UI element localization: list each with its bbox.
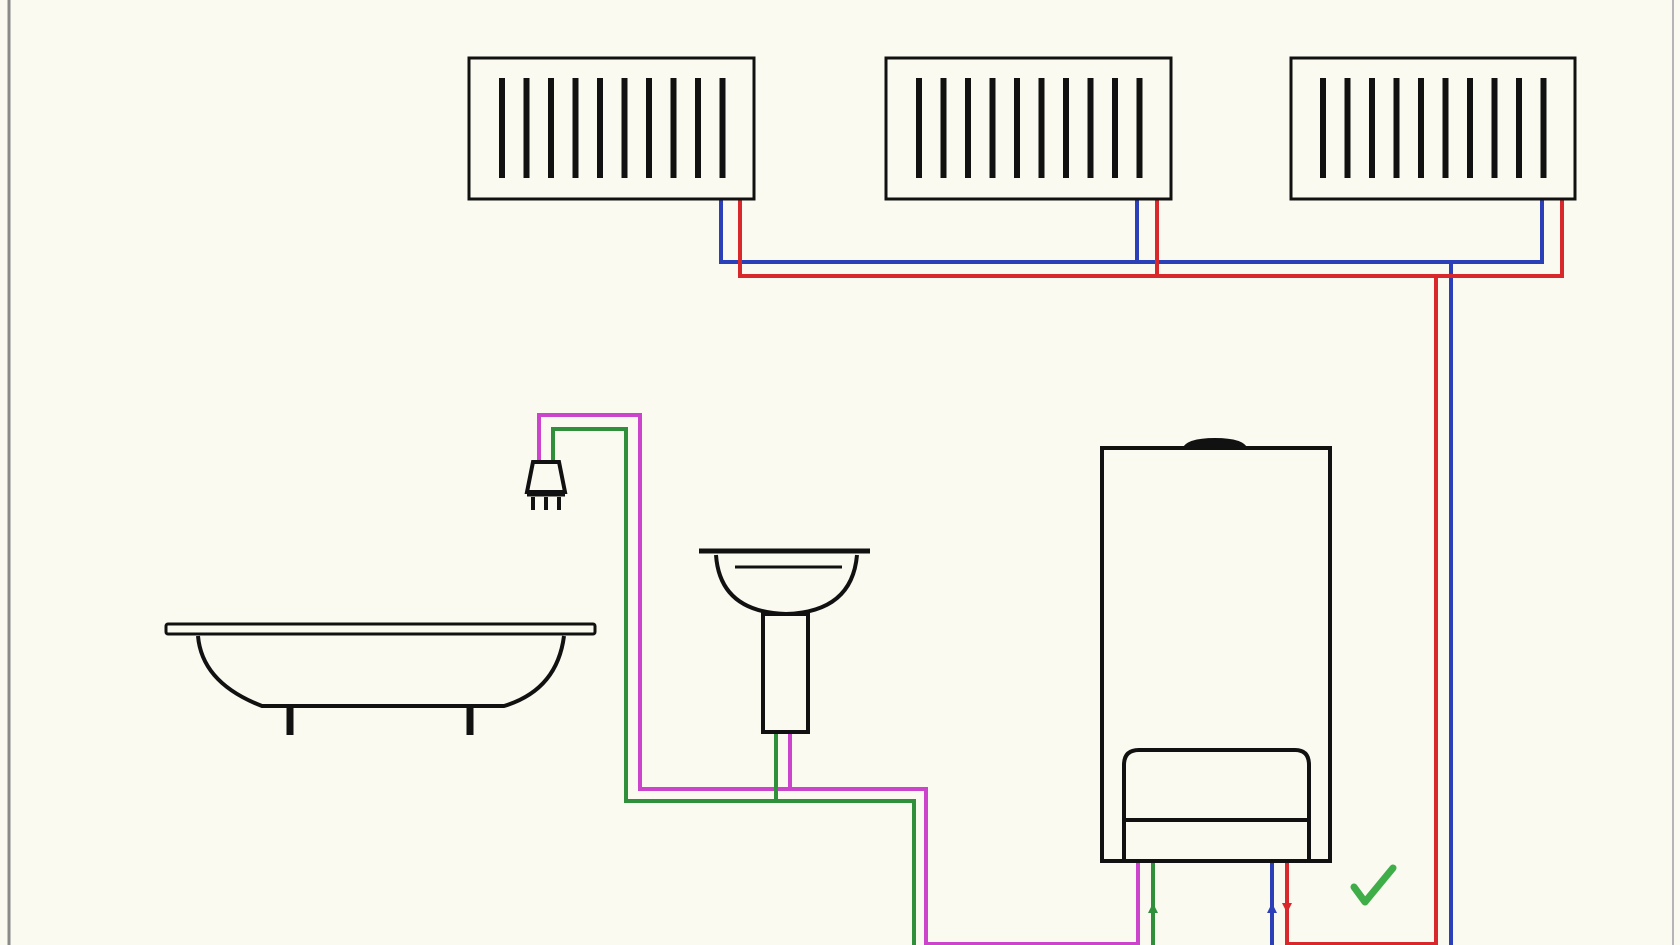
- bathtub-icon: [164, 622, 597, 735]
- supply-pipe-main: [738, 198, 1564, 278]
- shower-head-icon: [524, 460, 568, 510]
- radiator-middle: [884, 56, 1173, 201]
- return-inlet-arrow-icon: [1267, 903, 1277, 913]
- cold-water-main: [551, 427, 916, 945]
- washbasin-icon: [699, 548, 870, 734]
- hot-water-pipe: [537, 413, 1140, 945]
- radiator-left: [467, 56, 756, 201]
- check-mark-icon: [1350, 864, 1397, 906]
- radiator-right: [1289, 56, 1577, 201]
- gas-boiler: [1100, 438, 1332, 863]
- cold-inlet-arrow-icon: [1148, 903, 1158, 913]
- supply-outlet-arrow-icon: [1282, 903, 1292, 913]
- return-pipe-main: [719, 198, 1544, 264]
